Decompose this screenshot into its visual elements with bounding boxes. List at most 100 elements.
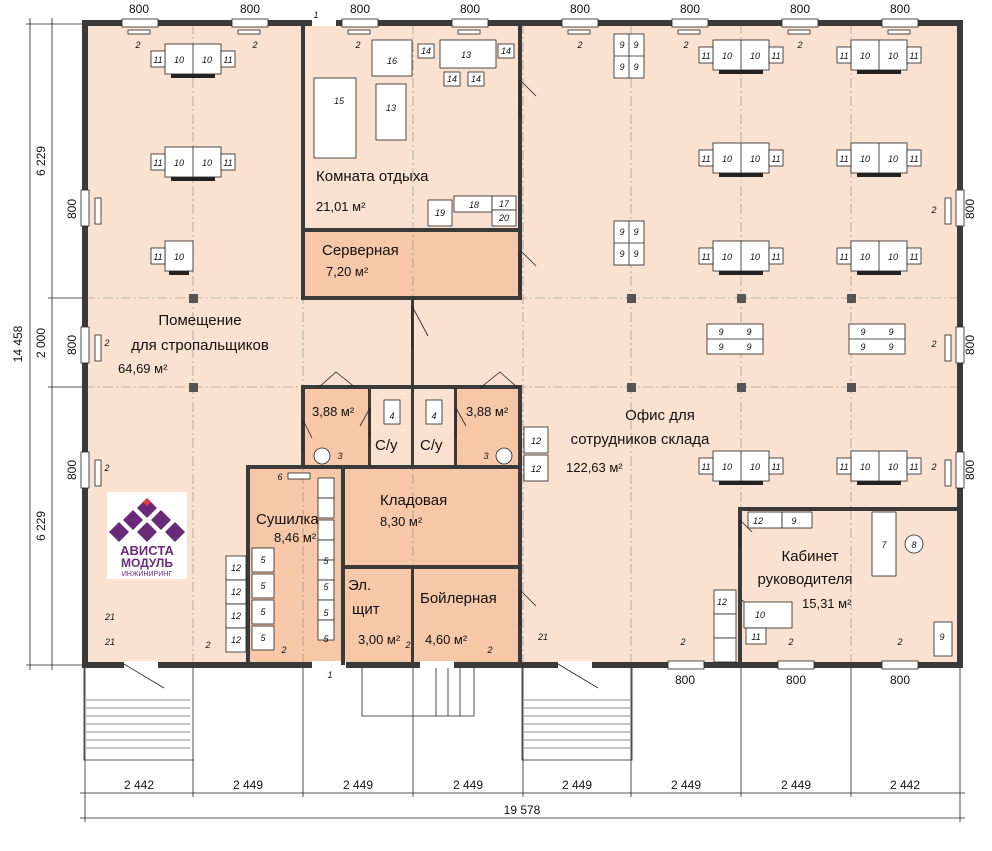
monitor-bar (171, 74, 215, 78)
monitor-bar (719, 271, 763, 275)
monitor-bar (719, 481, 763, 485)
cabinet-number: 9 (633, 40, 638, 50)
radiator-number: 2 (251, 40, 257, 50)
logo-line-3: ИНЖИНИРИНГ (122, 571, 172, 578)
toilet-number: 4 (389, 411, 394, 421)
sink (495, 447, 513, 465)
desk-number: 10 (755, 610, 765, 620)
dim-window-top-6: 800 (680, 2, 700, 16)
monitor-bar (719, 173, 763, 177)
wall-radiator (94, 334, 102, 362)
wall-radiator (94, 197, 102, 225)
sink (313, 447, 331, 465)
dryer-number: 5 (323, 608, 329, 618)
exec-desk-number: 7 (881, 540, 887, 550)
room-server-area: 7,20 м² (326, 264, 369, 279)
dryer-locker (317, 519, 335, 541)
porches (83, 668, 633, 761)
room-su1-name: С/у (375, 437, 398, 454)
wc2-fill (456, 388, 522, 465)
outer-walls (80, 18, 965, 670)
room-store-name: Кладовая (380, 492, 447, 509)
chair (150, 247, 166, 265)
server-room-fill (304, 230, 520, 298)
room-wc2-area: 3,88 м² (466, 404, 509, 419)
dimension-lines (26, 18, 965, 822)
door-mark: 1 (327, 670, 332, 680)
radiator-number: 2 (679, 637, 685, 647)
room-server-name: Серверная (322, 242, 399, 259)
cabinet (933, 621, 953, 657)
cabinet-number: 9 (619, 249, 624, 259)
radiator-number: 2 (930, 205, 936, 215)
storage-room-fill (343, 467, 520, 567)
sink-number: 3 (483, 451, 488, 461)
desk-number: 10 (860, 252, 870, 262)
room-strop-name-1: Помещение (158, 312, 241, 329)
microwave-number: 18 (469, 200, 479, 210)
desk-number: 10 (860, 462, 870, 472)
chair (698, 149, 714, 167)
dim-bottom-seg-1: 2 442 (124, 778, 154, 792)
logo-line-2: МОДУЛЬ (121, 556, 173, 570)
chair (220, 153, 236, 171)
room-su2-name: С/у (420, 437, 443, 454)
dryer-number: 5 (323, 634, 329, 644)
chair (698, 247, 714, 265)
coffee-table (375, 83, 407, 141)
desk-number: 10 (722, 462, 732, 472)
boiler-room-fill (413, 567, 520, 665)
chair-number: 11 (909, 51, 918, 61)
locker (225, 627, 247, 653)
desk-number: 10 (750, 154, 760, 164)
dim-window-right-2: 800 (963, 335, 977, 355)
locker (713, 613, 737, 639)
dryer-cabinet (251, 599, 275, 625)
desk-number: 10 (888, 51, 898, 61)
desk-number: 10 (174, 252, 184, 262)
cooler (427, 199, 453, 227)
dim-left-seg-1: 6 229 (34, 146, 48, 176)
dryer-number: 5 (260, 633, 266, 643)
chair-number: 11 (223, 158, 232, 168)
dryer-number: 5 (260, 581, 266, 591)
radiator (787, 29, 811, 35)
seat-number: 14 (471, 74, 481, 84)
radiator-number: 2 (103, 463, 109, 473)
dim-window-bottom-1: 800 (675, 673, 695, 687)
desk-number: 10 (202, 55, 212, 65)
kettle (491, 209, 517, 227)
furniture: 2222222210101111101011111011101011111010… (94, 10, 953, 680)
seat (497, 43, 515, 59)
desk (164, 240, 194, 272)
seat-number: 14 (421, 46, 431, 56)
dim-window-top-5: 800 (570, 2, 590, 16)
radiator (347, 29, 371, 35)
desk-number: 10 (888, 252, 898, 262)
monitor-bar (857, 271, 901, 275)
locker (523, 454, 549, 482)
desk (743, 601, 793, 629)
dim-window-right-1: 800 (963, 199, 977, 219)
exec-chair (904, 534, 924, 554)
cabinet-number: 9 (619, 40, 624, 50)
dim-window-right-3: 800 (963, 460, 977, 480)
desk-number: 10 (202, 158, 212, 168)
cabinet-number: 9 (633, 227, 638, 237)
radiator-number: 2 (930, 462, 936, 472)
locker-number: 12 (531, 436, 541, 446)
radiator-number: 2 (280, 645, 286, 655)
chair-number: 11 (839, 462, 848, 472)
toilet-number: 4 (431, 411, 436, 421)
locker-number: 12 (717, 597, 727, 607)
desk-number: 10 (722, 51, 732, 61)
dim-window-top-2: 800 (240, 2, 260, 16)
interior-walls (246, 24, 960, 665)
logo-line-1: АВИСТА (120, 543, 174, 558)
seat (417, 43, 435, 59)
radiator (677, 29, 701, 35)
armchair-number: 16 (387, 56, 397, 66)
cabinet-number: 9 (888, 342, 893, 352)
room-office-name-1: Офис для (625, 407, 695, 424)
radiator (127, 29, 151, 35)
